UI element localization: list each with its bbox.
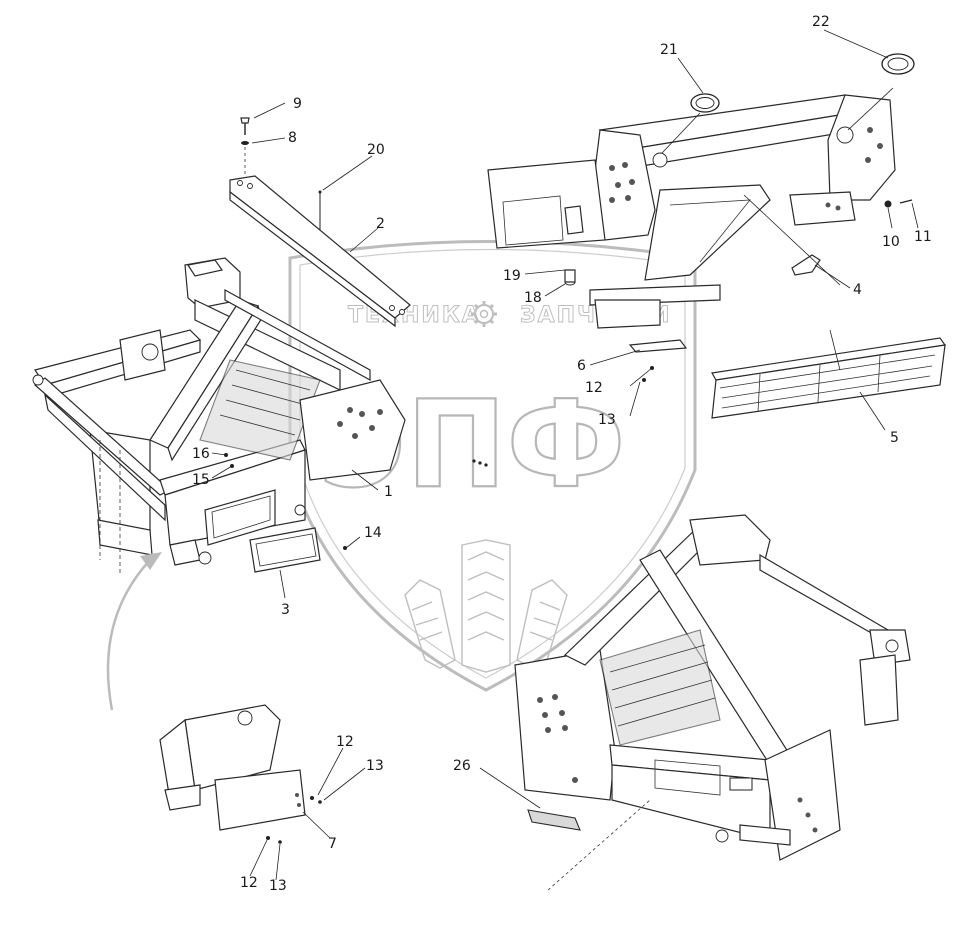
- callout-13-upper: 13: [598, 412, 616, 428]
- callout-15: 15: [192, 472, 210, 488]
- callout-21: 21: [660, 42, 678, 58]
- main-frame-view: [32, 257, 406, 711]
- callout-6: 6: [577, 358, 586, 374]
- callout-14: 14: [364, 525, 382, 541]
- gear-icon: [471, 301, 497, 327]
- watermark-left-word: ТЕХНИКА: [348, 303, 481, 328]
- lower-right-frame: [514, 514, 911, 891]
- callout-7: 7: [328, 836, 337, 852]
- callout-2: 2: [376, 216, 385, 232]
- callout-13-detail: 13: [366, 758, 384, 774]
- crossbar-part: [229, 117, 411, 328]
- leader-lines: [211, 29, 919, 881]
- callout-12-upper: 12: [585, 380, 603, 396]
- callout-18: 18: [524, 290, 542, 306]
- callout-9: 9: [293, 96, 302, 112]
- callout-3: 3: [281, 602, 290, 618]
- callout-19: 19: [503, 268, 521, 284]
- callout-labels: 9 8 20 2 21 22 10 11 4 19 18 6 12 13 5 1…: [192, 14, 932, 894]
- callout-12-bottom: 12: [240, 875, 258, 891]
- callout-8: 8: [288, 130, 297, 146]
- callout-11: 11: [914, 229, 932, 245]
- grated-plate-part: [711, 337, 947, 419]
- detail-view: [159, 704, 322, 844]
- label-sticker-part: [527, 809, 581, 831]
- callout-20: 20: [367, 142, 385, 158]
- callout-26: 26: [453, 758, 471, 774]
- callout-12-detail: 12: [336, 734, 354, 750]
- callout-13-bottom: 13: [269, 878, 287, 894]
- callout-5: 5: [890, 430, 899, 446]
- callout-10: 10: [882, 234, 900, 250]
- wheat-emblem: [404, 539, 568, 673]
- callout-1: 1: [384, 484, 393, 500]
- upper-right-frame: [487, 53, 915, 353]
- callout-16: 16: [192, 446, 210, 462]
- callout-4: 4: [853, 282, 862, 298]
- cover-panel-part: [249, 527, 347, 573]
- callout-22: 22: [812, 14, 830, 30]
